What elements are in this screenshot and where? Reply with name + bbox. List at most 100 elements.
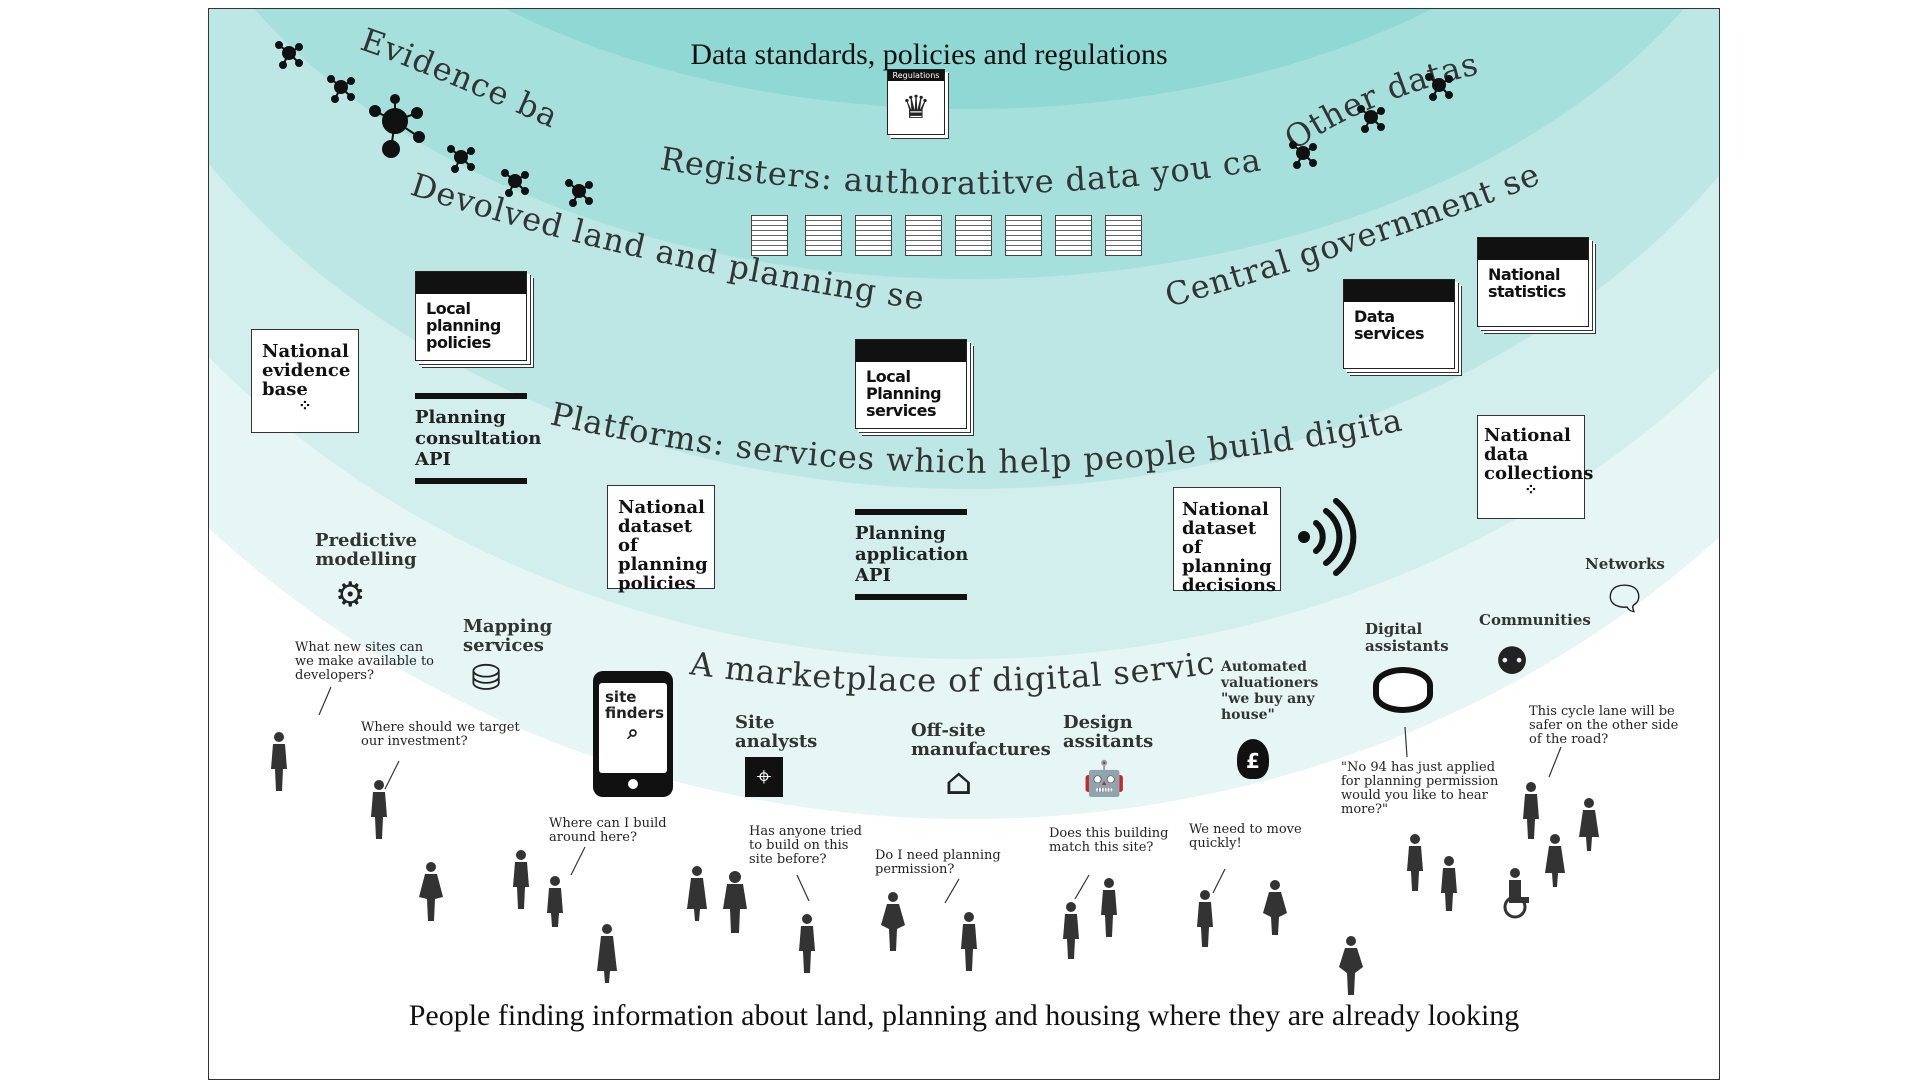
network-icon: [447, 145, 475, 173]
question-investment: Where should we target our investment?: [361, 720, 520, 749]
house-icon: ⌂: [945, 762, 973, 803]
band-standards: [506, 9, 1432, 109]
diagram-frame: Data standards, policies and regulations…: [208, 8, 1720, 1080]
robot-icon: 🤖: [1083, 759, 1126, 799]
smart-speaker-icon: [1373, 667, 1433, 713]
site-finders-phone: site finders ⌕: [593, 671, 673, 797]
network-icon: [327, 75, 355, 103]
register-sheet: [1005, 215, 1042, 256]
network-icon: [1357, 105, 1385, 133]
national-dataset-decisions-label: National dataset of planning decisions: [1182, 499, 1277, 596]
person-wheelchair: [1503, 868, 1529, 919]
speech-pointers: [318, 686, 1562, 904]
network-icon-large: [369, 94, 425, 158]
planning-consultation-api: Planning consultation API: [415, 393, 541, 484]
national-evidence-base-label: National evidence base: [262, 341, 351, 400]
register-sheet: [805, 215, 842, 256]
national-data-collections-box: National data collections ⁘: [1477, 415, 1593, 519]
local-planning-services-doc: Local Planning services: [855, 339, 967, 429]
person-figure: [961, 912, 977, 971]
band-registers: [254, 9, 1684, 279]
question-build-here: Where can I build around here?: [549, 816, 667, 845]
local-planning-policies-label: Local planning policies: [426, 299, 501, 352]
question-cycle-lane: This cycle lane will be safer on the oth…: [1529, 704, 1679, 747]
register-sheet: [1105, 215, 1142, 256]
bottom-caption: People finding information about land, p…: [408, 999, 1520, 1032]
person-figure: [1523, 782, 1539, 839]
person-figure: [513, 850, 529, 909]
network-icon: [1289, 141, 1317, 169]
phone-home-button: [628, 779, 638, 789]
arc-scene: Data standards, policies and regulations…: [209, 9, 1719, 995]
national-dataset-decisions-box: National dataset of planning decisions: [1173, 487, 1281, 595]
national-dataset-policies-label: National dataset of planning policies: [618, 497, 708, 594]
royal-crest-icon: ♛: [901, 88, 931, 126]
signal-icon: [1298, 498, 1357, 576]
person-figure: [1339, 936, 1363, 995]
chat-bubbles-icon: 🗨: [1603, 579, 1647, 619]
network-icon-group-left: [275, 41, 593, 207]
local-planning-services-label: Local Planning services: [866, 367, 942, 420]
question-tried-before: Has anyone tried to build on this site b…: [749, 824, 862, 867]
question-new-sites: What new sites can we make available to …: [295, 640, 435, 683]
person-figure: [1579, 798, 1599, 851]
national-dataset-policies-box: National dataset of planning policies: [607, 485, 715, 593]
person-figure: [687, 866, 707, 921]
map-search-icon: ⌕: [627, 720, 639, 744]
person-figure: [1407, 834, 1423, 891]
person-figure: [1197, 890, 1213, 947]
people-crowd: [271, 732, 1599, 995]
networks-label: Networks: [1585, 555, 1665, 573]
register-sheet: [905, 215, 942, 256]
person-figure: [881, 892, 905, 951]
data-services-label: Data services: [1354, 307, 1425, 343]
offsite-manufactures-label: Off-site manufactures: [911, 720, 1051, 760]
network-icon: [1425, 73, 1453, 101]
map-layers-icon: ⛁: [471, 658, 502, 699]
person-figure: [419, 862, 443, 921]
flowchart-icon: ⚙: [335, 575, 366, 615]
person-figure: [1063, 902, 1079, 959]
register-sheet: [855, 215, 892, 256]
mapping-services-label: Mapping services: [463, 616, 553, 656]
network-icon-group-right: [1289, 73, 1453, 169]
person-figure: [1441, 856, 1457, 911]
national-statistics-doc: National statistics: [1477, 237, 1589, 327]
question-planning-permission: Do I need planning permission?: [875, 848, 1001, 877]
dots-icon: ⁘: [1524, 480, 1538, 499]
digital-assistants-label: Digital assistants: [1365, 620, 1449, 655]
planning-application-api: Planning application API: [855, 509, 968, 600]
map-pin-icon: ⌖: [745, 757, 783, 797]
question-building-match: Does this building match this site?: [1049, 826, 1169, 855]
network-icon: [501, 169, 529, 197]
phone-screen: site finders ⌕: [599, 683, 667, 773]
group-icon: ⚉: [1495, 639, 1530, 683]
question-no-94: "No 94 has just applied for planning per…: [1341, 760, 1499, 817]
site-analysts-label: Site analysts: [735, 712, 818, 752]
person-figure: [723, 871, 747, 933]
register-sheet: [751, 215, 788, 256]
site-finders-label: site finders: [605, 688, 665, 722]
network-icon: [275, 41, 303, 69]
predictive-modelling-label: Predictive modelling: [315, 530, 417, 570]
money-bag-icon: £: [1237, 739, 1269, 779]
register-sheet: [955, 215, 992, 256]
register-sheet: [1055, 215, 1092, 256]
network-icon: [565, 179, 593, 207]
person-figure: [1101, 878, 1117, 937]
automated-valuationers-label: Automated valuationers "we buy any house…: [1221, 659, 1319, 723]
data-services-doc: Data services: [1343, 279, 1455, 369]
national-statistics-label: National statistics: [1488, 265, 1566, 301]
diagram-title: Data standards, policies and regulations: [690, 38, 1167, 71]
regulations-label: Regulations: [888, 70, 944, 81]
local-planning-policies-doc: Local planning policies: [415, 271, 527, 361]
person-figure: [1545, 834, 1565, 887]
communities-label: Communities: [1479, 611, 1591, 629]
dots-icon: ⁘: [298, 396, 312, 415]
person-figure: [271, 732, 287, 791]
national-evidence-base-box: National evidence base ⁘: [251, 329, 359, 433]
national-data-collections-label: National data collections: [1484, 425, 1594, 484]
question-move-quickly: We need to move quickly!: [1189, 822, 1302, 851]
person-figure: [371, 780, 387, 839]
design-assitants-label: Design assitants: [1063, 712, 1154, 752]
